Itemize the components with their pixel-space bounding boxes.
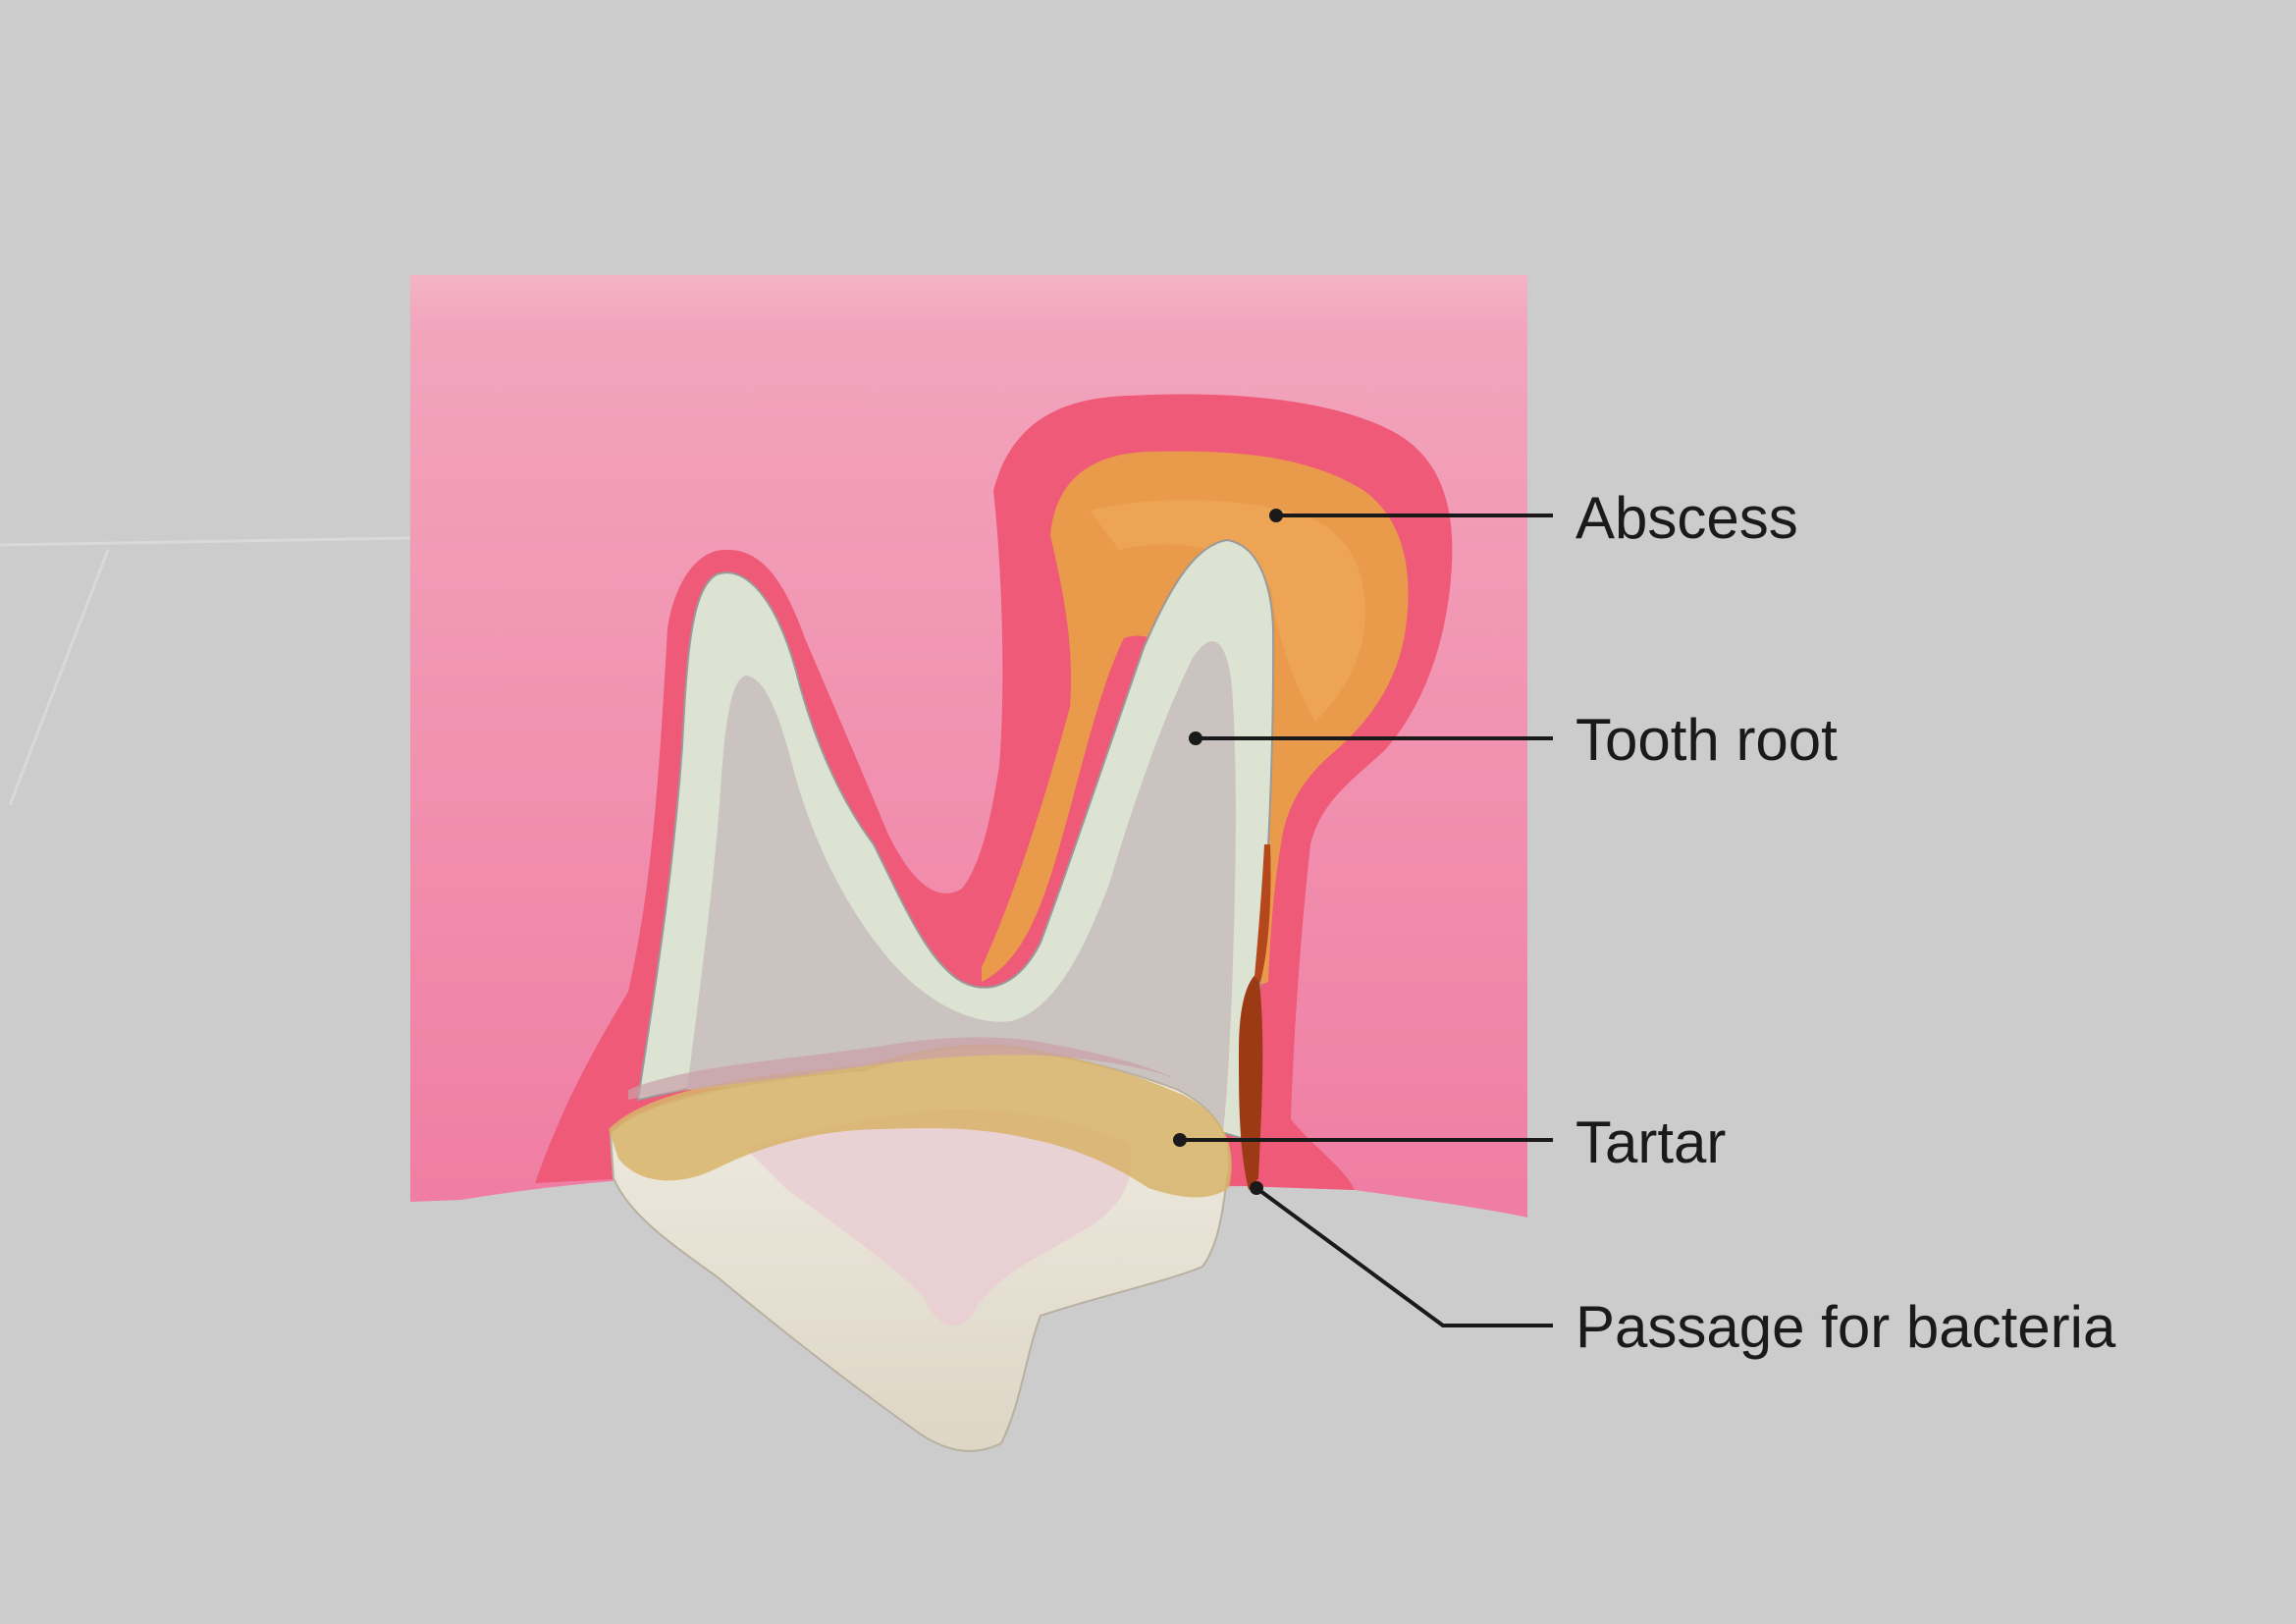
tartar-highlight — [628, 1037, 1178, 1100]
crown-pulp — [746, 1109, 1132, 1326]
label-tooth-root: Tooth root — [1575, 707, 1838, 773]
label-passage: Passage for bacteria — [1575, 1294, 2116, 1360]
dot-tooth-root — [1189, 731, 1202, 745]
callout-leaders — [1180, 514, 1553, 1327]
tooth-root-dentin — [687, 641, 1236, 1139]
label-tartar: Tartar — [1575, 1110, 1726, 1175]
leader-passage — [1255, 1186, 1553, 1327]
abscess-inner-shading — [1090, 500, 1365, 722]
guide-line — [0, 536, 413, 547]
dot-tartar — [1173, 1133, 1187, 1147]
bacteria-passage-upper — [1255, 844, 1271, 982]
label-abscess: Abscess — [1575, 485, 1798, 551]
dot-abscess — [1269, 509, 1283, 522]
dot-passage — [1250, 1181, 1263, 1195]
callout-dots — [1173, 509, 1283, 1195]
tartar — [609, 1044, 1232, 1198]
bacteria-passage — [1239, 972, 1263, 1190]
guide-line-diagonal — [8, 549, 110, 806]
